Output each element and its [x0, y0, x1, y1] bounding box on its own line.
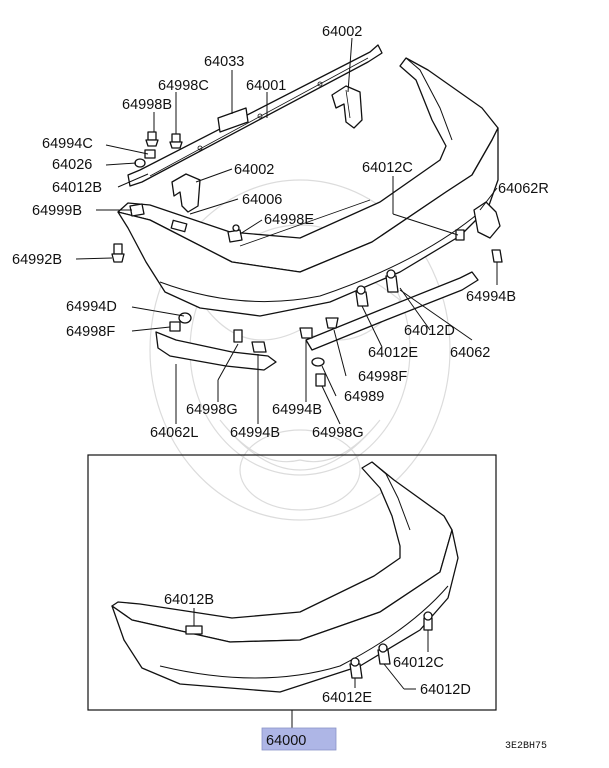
label-64012B-box[interactable]: 64012B	[164, 592, 214, 608]
nut-64994B-mid	[299, 327, 313, 339]
label-64006[interactable]: 64006	[242, 192, 282, 208]
clip-64998F-left	[169, 321, 181, 332]
nut-64994B-left	[251, 341, 267, 353]
label-64001[interactable]: 64001	[246, 78, 286, 94]
label-64998F-left[interactable]: 64998F	[66, 324, 115, 340]
lower-trim-left	[155, 331, 277, 371]
lower-trim-right	[473, 201, 501, 239]
bolt-64992B	[111, 243, 125, 263]
label-64998G-left[interactable]: 64998G	[186, 402, 238, 418]
washer-64989	[311, 357, 325, 367]
label-64012E-box[interactable]: 64012E	[322, 690, 372, 706]
clip-64999B	[129, 203, 145, 217]
label-64062R[interactable]: 64062R	[498, 181, 549, 197]
nut-64994B-right	[491, 249, 503, 263]
label-64012B-top[interactable]: 64012B	[52, 180, 102, 196]
bumper-fascia-exploded	[117, 57, 499, 317]
label-64994C[interactable]: 64994C	[42, 136, 93, 152]
nut-64012C	[455, 229, 465, 241]
label-64012C-top[interactable]: 64012C	[362, 160, 413, 176]
label-64998G-right[interactable]: 64998G	[312, 425, 364, 441]
label-64998F-right[interactable]: 64998F	[358, 369, 407, 385]
nut-64012E	[355, 285, 369, 307]
bumper-assembly	[111, 461, 459, 693]
nut-64994C	[144, 149, 156, 159]
label-64062L[interactable]: 64062L	[150, 425, 198, 441]
clip-64998G-left	[233, 329, 243, 343]
label-64012E-top[interactable]: 64012E	[368, 345, 418, 361]
washer-64026	[134, 158, 146, 168]
assembly-leader-lines	[193, 608, 429, 728]
diagram-code: 3E2BH75	[505, 741, 547, 752]
label-64998B[interactable]: 64998B	[122, 97, 172, 113]
label-64989[interactable]: 64989	[344, 389, 384, 405]
label-64994B-left[interactable]: 64994B	[230, 425, 280, 441]
label-64994B-mid[interactable]: 64994B	[272, 402, 322, 418]
fasteners-exploded	[111, 131, 503, 387]
label-64000[interactable]: 64000	[266, 733, 306, 749]
label-64998E[interactable]: 64998E	[264, 212, 314, 228]
label-64012D-box[interactable]: 64012D	[420, 682, 471, 698]
upper-retainer-bar	[127, 44, 383, 187]
label-64992B[interactable]: 64992B	[12, 252, 62, 268]
clip-64994D	[178, 312, 192, 324]
part-number-highlight	[261, 727, 337, 751]
label-64994D[interactable]: 64994D	[66, 299, 117, 315]
label-64012D-top[interactable]: 64012D	[404, 323, 455, 339]
label-64002-mid[interactable]: 64002	[234, 162, 274, 178]
label-64033[interactable]: 64033	[204, 54, 244, 70]
clip-64998C	[169, 133, 183, 149]
clip-64998B	[145, 131, 159, 147]
nut-64012D	[385, 269, 399, 293]
clip-64998F-right	[325, 317, 339, 329]
clip-64998G-right	[315, 373, 326, 387]
label-64062[interactable]: 64062	[450, 345, 490, 361]
clip-64998E	[227, 224, 243, 243]
label-64012C-box[interactable]: 64012C	[393, 655, 444, 671]
bracket-left	[171, 173, 201, 213]
label-64994B-right[interactable]: 64994B	[466, 289, 516, 305]
label-64999B[interactable]: 64999B	[32, 203, 82, 219]
label-64026[interactable]: 64026	[52, 157, 92, 173]
bracket-right	[331, 85, 363, 129]
leader-lines	[75, 37, 498, 425]
label-64002-top[interactable]: 64002	[322, 24, 362, 40]
reinforcement-plate	[217, 107, 249, 133]
label-64998C[interactable]: 64998C	[158, 78, 209, 94]
part-labels: 64002 64033 64998C 64001 64998B 64994C 6…	[12, 24, 549, 752]
